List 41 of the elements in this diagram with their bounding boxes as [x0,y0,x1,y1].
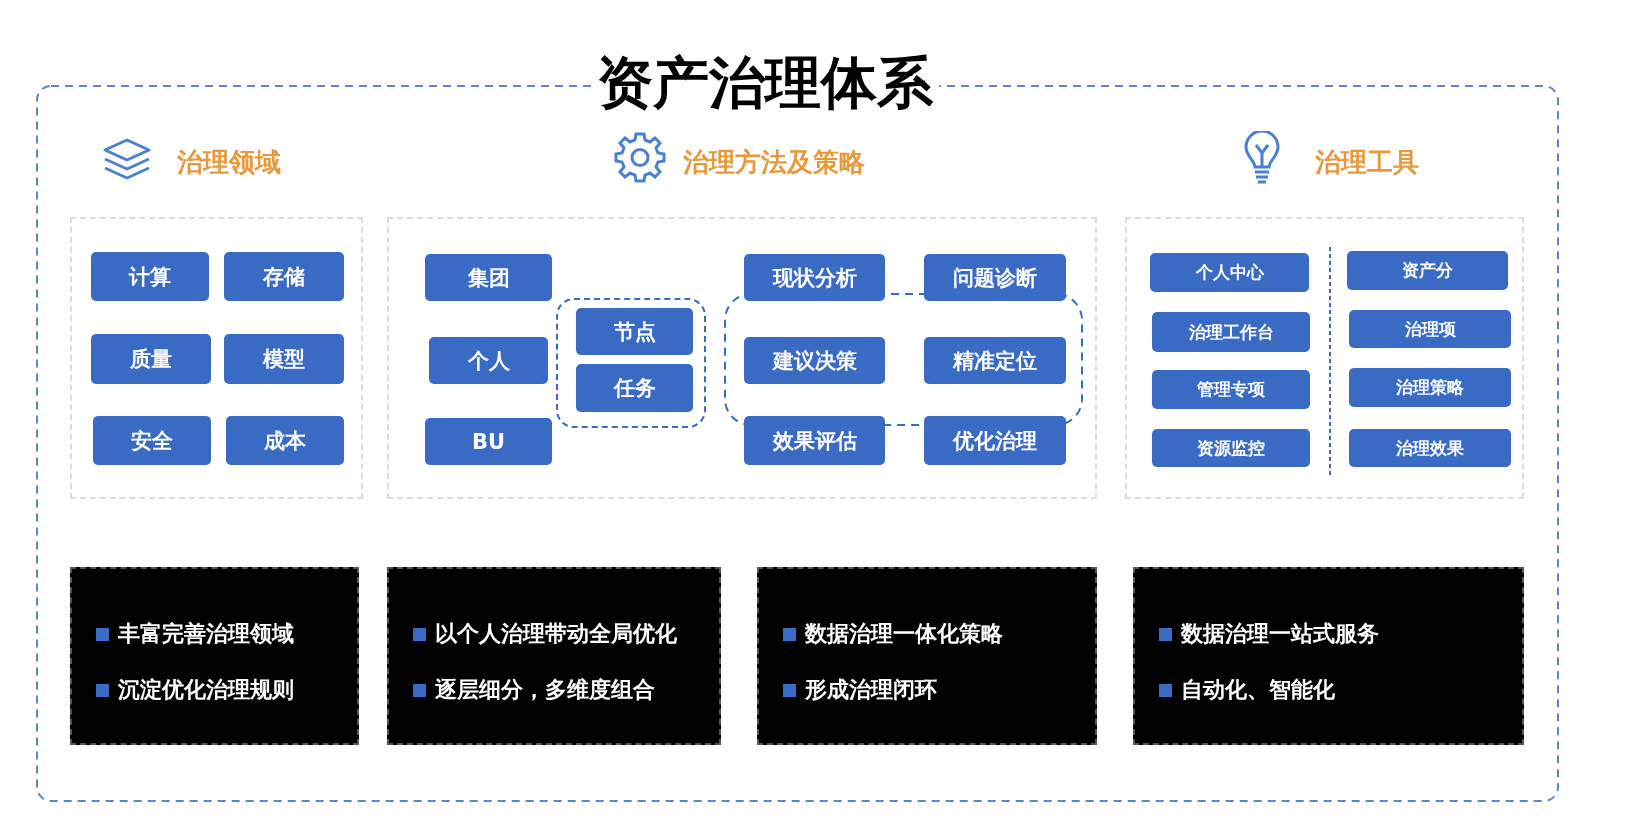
category-box: 优化治理 [924,416,1066,465]
bullet-text: 沉淀优化治理规则 [118,676,294,704]
category-box: 节点 [576,308,693,355]
category-box: 集团 [425,254,552,301]
panel-heading: 治理领域 [177,146,281,179]
group-outline [556,298,706,428]
category-box: 安全 [93,416,211,465]
category-box: 个人 [429,337,548,384]
category-box: BU [425,418,552,465]
summary-box [1133,567,1524,745]
bullet-text: 数据治理一体化策略 [805,620,1003,648]
bullet-text: 自动化、智能化 [1181,676,1335,704]
category-box: 个人中心 [1150,253,1309,292]
category-box: 任务 [576,364,693,412]
bullet-text: 逐层细分，多维度组合 [435,676,655,704]
summary-box [70,567,359,745]
category-box: 质量 [91,334,211,384]
category-box: 存储 [224,252,344,301]
panel-heading: 治理工具 [1315,146,1419,179]
category-box: 成本 [226,416,344,465]
category-box: 现状分析 [744,254,885,301]
category-box: 治理策略 [1349,368,1511,407]
category-box: 建议决策 [744,337,885,384]
category-box: 模型 [224,334,344,384]
panel-heading: 治理方法及策略 [683,146,865,179]
category-box: 治理项 [1349,310,1511,348]
category-box: 资产分 [1347,251,1508,290]
bullet-text: 以个人治理带动全局优化 [435,620,677,648]
category-box: 治理效果 [1349,429,1511,467]
category-box: 管理专项 [1152,370,1310,409]
bullet-text: 形成治理闭环 [805,676,937,704]
bullet-text: 丰富完善治理领域 [118,620,294,648]
category-box: 资源监控 [1152,429,1310,467]
category-box: 治理工作台 [1152,312,1310,352]
category-box: 问题诊断 [924,254,1066,301]
summary-box [387,567,721,745]
category-box: 效果评估 [744,416,885,465]
category-box: 计算 [91,252,209,301]
category-box: 精准定位 [924,337,1066,384]
summary-box [757,567,1097,745]
bullet-text: 数据治理一站式服务 [1181,620,1379,648]
